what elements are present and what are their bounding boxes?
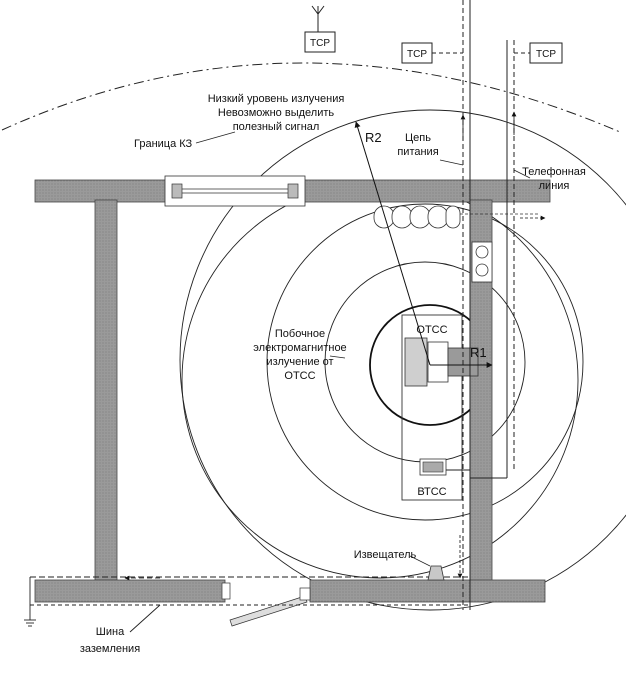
phone-leader — [513, 169, 531, 179]
emission-label-line4: ОТСС — [284, 370, 315, 382]
power-label-line2: питания — [397, 146, 438, 158]
tcp-box-middle — [401, 42, 433, 64]
power-line — [446, 0, 471, 610]
detector-icon — [427, 565, 445, 581]
detector-leader — [409, 555, 431, 567]
tcp-label-middle: ТСР — [407, 49, 427, 60]
grounding-bus — [24, 576, 470, 633]
radiator — [373, 205, 540, 229]
emission-circle-outer — [179, 109, 626, 611]
kz-border-arc — [1, 62, 621, 133]
power-label-line1: Цепь — [405, 132, 431, 144]
emission-label-line2: электромагнитное — [253, 342, 346, 354]
low-level-line2: Невозможно выделить — [218, 107, 335, 119]
telephone-line — [470, 40, 530, 479]
emission-circle-r2 — [181, 181, 579, 579]
kz-border-label: Граница КЗ — [134, 138, 193, 150]
power-socket — [471, 241, 493, 283]
low-level-line1: Низкий уровень излучения — [208, 93, 345, 105]
r1-label: R1 — [470, 345, 487, 360]
low-level-line3: полезный сигнал — [233, 121, 320, 133]
emission-leader — [329, 355, 346, 359]
kz-border-leader — [195, 131, 236, 144]
ground-label-line1: Шина — [96, 626, 125, 638]
r2-arrow — [354, 121, 431, 366]
tcp-label-left: ТСР — [310, 38, 330, 49]
power-leader — [439, 159, 464, 166]
vtss-label: ВТСС — [417, 486, 446, 498]
window — [164, 175, 306, 207]
emission-label-line1: Побочное — [275, 328, 325, 340]
phone-label-line1: Телефонная — [522, 166, 586, 178]
tcp-label-right: ТСР — [536, 49, 556, 60]
detector-label: Извещатель — [354, 549, 417, 561]
otss-label: ОТСС — [416, 324, 447, 336]
ground-label-line2: заземления — [80, 643, 140, 655]
phone-label-line2: линия — [539, 180, 570, 192]
tcp-box-left — [304, 31, 336, 53]
r2-label: R2 — [365, 130, 382, 145]
tcp-box-right — [529, 42, 563, 64]
emission-label-line3: излучение от — [266, 356, 333, 368]
equipment-rack — [401, 314, 479, 501]
antenna-icon — [311, 5, 325, 15]
door — [221, 582, 311, 627]
emission-circle-3 — [266, 203, 584, 521]
